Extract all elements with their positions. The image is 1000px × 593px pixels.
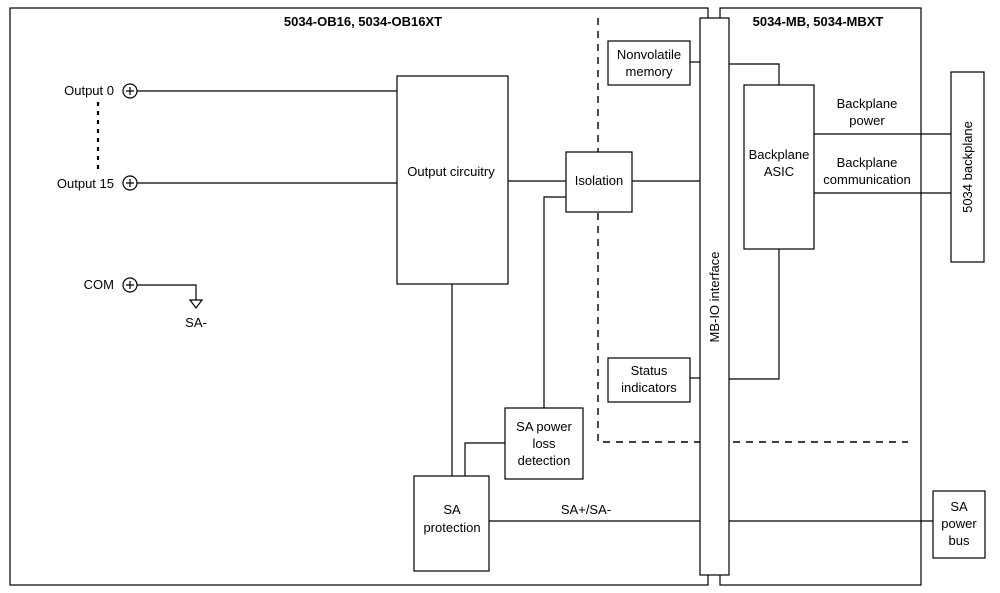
output-15-terminal-icon bbox=[122, 175, 138, 191]
mb-io-interface-bar bbox=[699, 17, 730, 576]
sa-power-loss-detection-block bbox=[504, 407, 584, 480]
output-0-terminal-icon bbox=[122, 83, 138, 99]
com-terminal-icon bbox=[122, 277, 138, 293]
sa-protection-line2: protection bbox=[423, 520, 480, 535]
nonvolatile-memory-block bbox=[607, 40, 691, 86]
status-line2: indicators bbox=[621, 380, 677, 395]
mbio-asic-bottom-wire bbox=[729, 249, 780, 380]
isolation-boundary bbox=[597, 18, 908, 443]
sa-power-bus-line3: bus bbox=[949, 533, 970, 548]
backplane-asic-block bbox=[743, 84, 815, 250]
sa-power-loss-line2: loss bbox=[532, 436, 556, 451]
isolation-detection-wire bbox=[543, 196, 566, 408]
asic-line1: Backplane bbox=[749, 147, 810, 162]
sa-protection-block bbox=[413, 475, 490, 572]
base-module-title: 5034-MB, 5034-MBXT bbox=[753, 14, 884, 29]
backplane-power-line1: Backplane bbox=[837, 96, 898, 111]
status-indicators-block bbox=[607, 357, 691, 403]
status-line1: Status bbox=[631, 363, 668, 378]
isolation-label: Isolation bbox=[575, 173, 623, 188]
backplane-power-line2: power bbox=[849, 113, 885, 128]
sa-plus-minus-label: SA+/SA- bbox=[561, 502, 611, 517]
sa-power-bus-line2: power bbox=[941, 516, 977, 531]
nonvolatile-line1: Nonvolatile bbox=[617, 47, 681, 62]
5034-backplane-label: 5034 backplane bbox=[960, 121, 975, 213]
5034-backplane-block bbox=[950, 71, 985, 263]
output-circuitry-block bbox=[396, 75, 509, 285]
nonvolatile-line2: memory bbox=[626, 64, 673, 79]
sa-minus-label: SA- bbox=[185, 315, 207, 330]
sa-power-bus-line1: SA bbox=[950, 499, 968, 514]
ground-arrow-icon bbox=[188, 299, 204, 309]
sa-protection-line1: SA bbox=[443, 502, 461, 517]
mb-io-interface-label: MB-IO interface bbox=[707, 251, 722, 342]
io-module-title: 5034-OB16, 5034-OB16XT bbox=[284, 14, 442, 29]
sa-power-loss-line1: SA power bbox=[516, 419, 572, 434]
backplane-comm-line1: Backplane bbox=[837, 155, 898, 170]
com-label: COM bbox=[84, 277, 114, 292]
output-0-label: Output 0 bbox=[64, 83, 114, 98]
output-circuitry-label: Output circuitry bbox=[407, 164, 495, 179]
io-module-outline bbox=[9, 7, 709, 586]
com-wire bbox=[137, 284, 197, 300]
output-15-label: Output 15 bbox=[57, 176, 114, 191]
sa-power-bus-block bbox=[932, 490, 986, 559]
detection-protection-wire bbox=[464, 442, 505, 476]
asic-line2: ASIC bbox=[764, 164, 794, 179]
isolation-block bbox=[565, 151, 633, 213]
sa-power-loss-line3: detection bbox=[518, 453, 571, 468]
mbio-asic-top-wire bbox=[729, 63, 780, 85]
backplane-comm-line2: communication bbox=[823, 172, 910, 187]
